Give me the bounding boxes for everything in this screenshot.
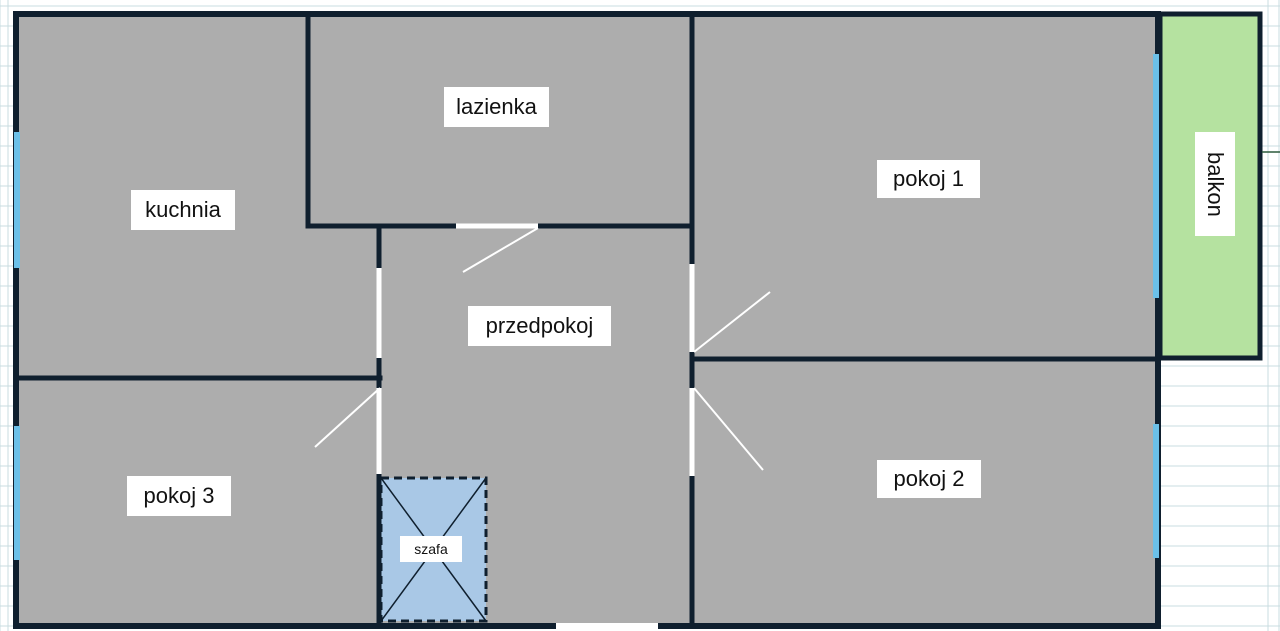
label-room3: pokoj 3 <box>127 476 231 516</box>
label-bathroom: lazienka <box>444 87 549 127</box>
label-room1: pokoj 1 <box>877 160 980 198</box>
label-hall: przedpokoj <box>468 306 611 346</box>
door-swings <box>314 227 771 471</box>
label-room2: pokoj 2 <box>877 460 981 498</box>
label-kitchen: kuchnia <box>131 190 235 230</box>
windows <box>14 54 1159 560</box>
label-balcony: balkon <box>1195 132 1235 236</box>
door-openings <box>376 223 695 629</box>
label-wardrobe: szafa <box>400 536 462 562</box>
